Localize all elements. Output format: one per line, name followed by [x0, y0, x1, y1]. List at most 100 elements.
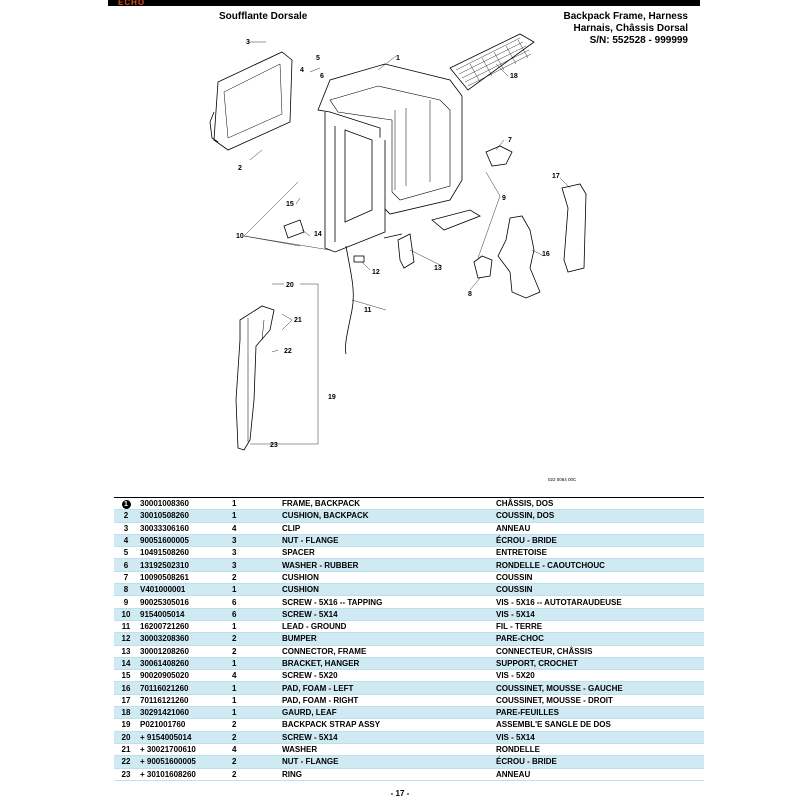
- ref-number: 14: [114, 657, 138, 670]
- part-number: V401000001: [138, 583, 218, 596]
- part-number: P021001760: [138, 718, 218, 732]
- part-number: 10090508261: [138, 571, 218, 584]
- description-english: SCREW - 5X20: [280, 669, 494, 682]
- callout-18: 18: [510, 73, 518, 80]
- part-number: 90025305016: [138, 595, 218, 609]
- callout-19: 19: [328, 394, 336, 401]
- callout-8: 8: [468, 291, 472, 298]
- description-english: PAD, FOAM - RIGHT: [280, 694, 494, 707]
- description-french: CHÂSSIS, DOS: [494, 497, 704, 510]
- pad-right-part: [561, 183, 587, 273]
- callout-4: 4: [300, 67, 304, 74]
- description-english: BUMPER: [280, 632, 494, 646]
- quantity: 3: [218, 558, 280, 572]
- quantity: 1: [218, 681, 280, 695]
- description-english: CUSHION, BACKPACK: [280, 509, 494, 523]
- part-number: 30061408260: [138, 657, 218, 670]
- description-english: CUSHION: [280, 583, 494, 596]
- description-french: ÉCROU - BRIDE: [494, 534, 704, 547]
- part-number: 90020905020: [138, 669, 218, 682]
- ref-number: 17: [114, 694, 138, 707]
- description-french: RONDELLE: [494, 743, 704, 756]
- ref-number: 16: [114, 681, 138, 695]
- description-english: SCREW - 5X16 -- TAPPING: [280, 595, 494, 609]
- callout-23: 23: [270, 442, 278, 449]
- description-english: CUSHION: [280, 571, 494, 584]
- part-number: 90051600005: [138, 534, 218, 547]
- title-english: Backpack Frame, Harness: [563, 11, 688, 22]
- ref-number: 23: [114, 768, 138, 781]
- part-number: 30010508260: [138, 509, 218, 523]
- callout-10: 10: [236, 233, 244, 240]
- exploded-parts-diagram: 1 2 3 4 5 6 7 8 9 10 11 12 13 14 15 16 1…: [209, 33, 587, 482]
- ref-number: 7: [114, 571, 138, 584]
- quantity: 2: [218, 645, 280, 658]
- description-french: VIS - 5X14: [494, 608, 704, 621]
- quantity: 4: [218, 743, 280, 756]
- quantity: 3: [218, 546, 280, 559]
- description-french: ANNEAU: [494, 522, 704, 535]
- brand-logo: ECHO: [108, 0, 160, 7]
- part-number: 10491508260: [138, 546, 218, 559]
- quantity: 2: [218, 632, 280, 646]
- description-english: CONNECTOR, FRAME: [280, 645, 494, 658]
- ref-number: 19: [114, 718, 138, 732]
- quantity: 1: [218, 583, 280, 596]
- figure-code: 022 0064 00C: [548, 477, 577, 482]
- ref-number: 4: [114, 534, 138, 547]
- ref-number: 11: [114, 620, 138, 633]
- quantity: 6: [218, 595, 280, 609]
- ref-number: 2: [114, 509, 138, 523]
- page-title-block: Backpack Frame, Harness Harnais, Châssis…: [563, 11, 688, 47]
- description-english: WASHER: [280, 743, 494, 756]
- ref-number: 20: [114, 731, 138, 744]
- part-number: + 90051600005: [138, 755, 218, 769]
- description-french: FIL - TERRE: [494, 620, 704, 633]
- description-french: VIS - 5X14: [494, 731, 704, 744]
- page-number: - 17 -: [390, 789, 410, 798]
- ref-number: 15: [114, 669, 138, 682]
- ref-number: 12: [114, 632, 138, 646]
- callout-9: 9: [502, 195, 506, 202]
- ref-number: 8: [114, 583, 138, 596]
- quantity: 1: [218, 706, 280, 719]
- part-number: 70116121260: [138, 694, 218, 707]
- description-french: COUSSINET, MOUSSE - GAUCHE: [494, 681, 704, 695]
- part-number: + 30101608260: [138, 768, 218, 781]
- part-number: 13192502310: [138, 558, 218, 572]
- callout-3: 3: [246, 39, 250, 46]
- ref-number: 18: [114, 706, 138, 719]
- description-english: CLIP: [280, 522, 494, 535]
- title-french: Harnais, Châssis Dorsal: [573, 23, 689, 34]
- quantity: 3: [218, 534, 280, 547]
- description-english: PAD, FOAM - LEFT: [280, 681, 494, 695]
- description-french: VIS - 5X20: [494, 669, 704, 682]
- part-number: 30003208360: [138, 632, 218, 646]
- brand-logo-text: ECHO: [118, 0, 146, 7]
- description-english: BRACKET, HANGER: [280, 657, 494, 670]
- part-number: + 30021700610: [138, 743, 218, 756]
- description-french: SUPPORT, CROCHET: [494, 657, 704, 670]
- part-number: 16200721260: [138, 620, 218, 633]
- callout-2: 2: [238, 165, 242, 172]
- ref-number: 22: [114, 755, 138, 769]
- leaf-guard-part: [449, 33, 535, 91]
- ref-number: 13: [114, 645, 138, 658]
- description-english: NUT - FLANGE: [280, 755, 494, 769]
- callout-6: 6: [320, 73, 324, 80]
- strap-part: [235, 305, 275, 451]
